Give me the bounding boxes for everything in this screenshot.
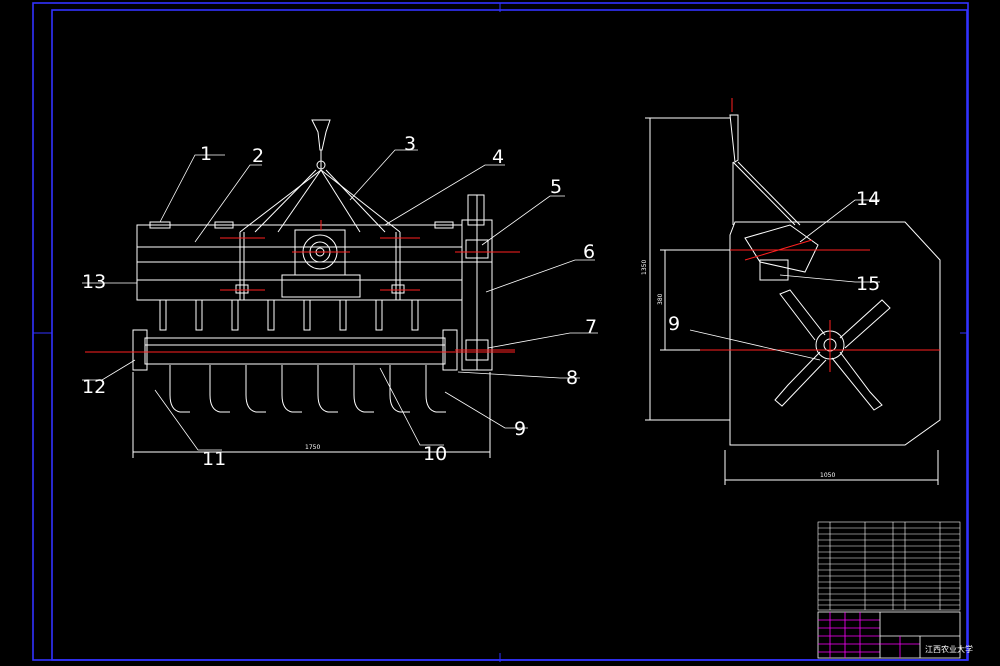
side-centerlines (700, 98, 940, 372)
side-inner-dimension: 380 (657, 293, 664, 305)
frame-border (51, 9, 968, 661)
title-block-lower (817, 611, 961, 659)
callout-6: 6 (583, 241, 595, 263)
callout-13: 13 (82, 271, 106, 293)
front-leaders (82, 149, 598, 451)
front-width-dimension: 1750 (305, 444, 320, 451)
upper-tines (159, 300, 419, 331)
callout-9: 9 (514, 418, 526, 440)
callout-9-side: 9 (668, 313, 680, 335)
front-centerlines (85, 220, 520, 353)
callout-10: 10 (423, 443, 447, 465)
callout-15: 15 (856, 273, 880, 295)
title-block (817, 521, 961, 611)
front-view (132, 119, 493, 458)
callout-8: 8 (566, 367, 578, 389)
side-view (645, 114, 941, 485)
border-ticks (33, 3, 968, 662)
callout-12: 12 (82, 376, 106, 398)
callout-2: 2 (252, 145, 264, 167)
callout-1: 1 (200, 143, 212, 165)
side-leaders (689, 199, 880, 361)
side-height-dimension: 1350 (641, 260, 648, 275)
school-name: 江西农业大学 (925, 644, 973, 654)
callout-7: 7 (585, 316, 597, 338)
callout-3: 3 (404, 133, 416, 155)
callout-11: 11 (202, 448, 226, 470)
side-width-dimension: 1050 (820, 472, 835, 479)
callout-14: 14 (856, 188, 880, 210)
callout-5: 5 (550, 176, 562, 198)
lower-blades (169, 365, 446, 413)
callout-4: 4 (492, 146, 504, 168)
